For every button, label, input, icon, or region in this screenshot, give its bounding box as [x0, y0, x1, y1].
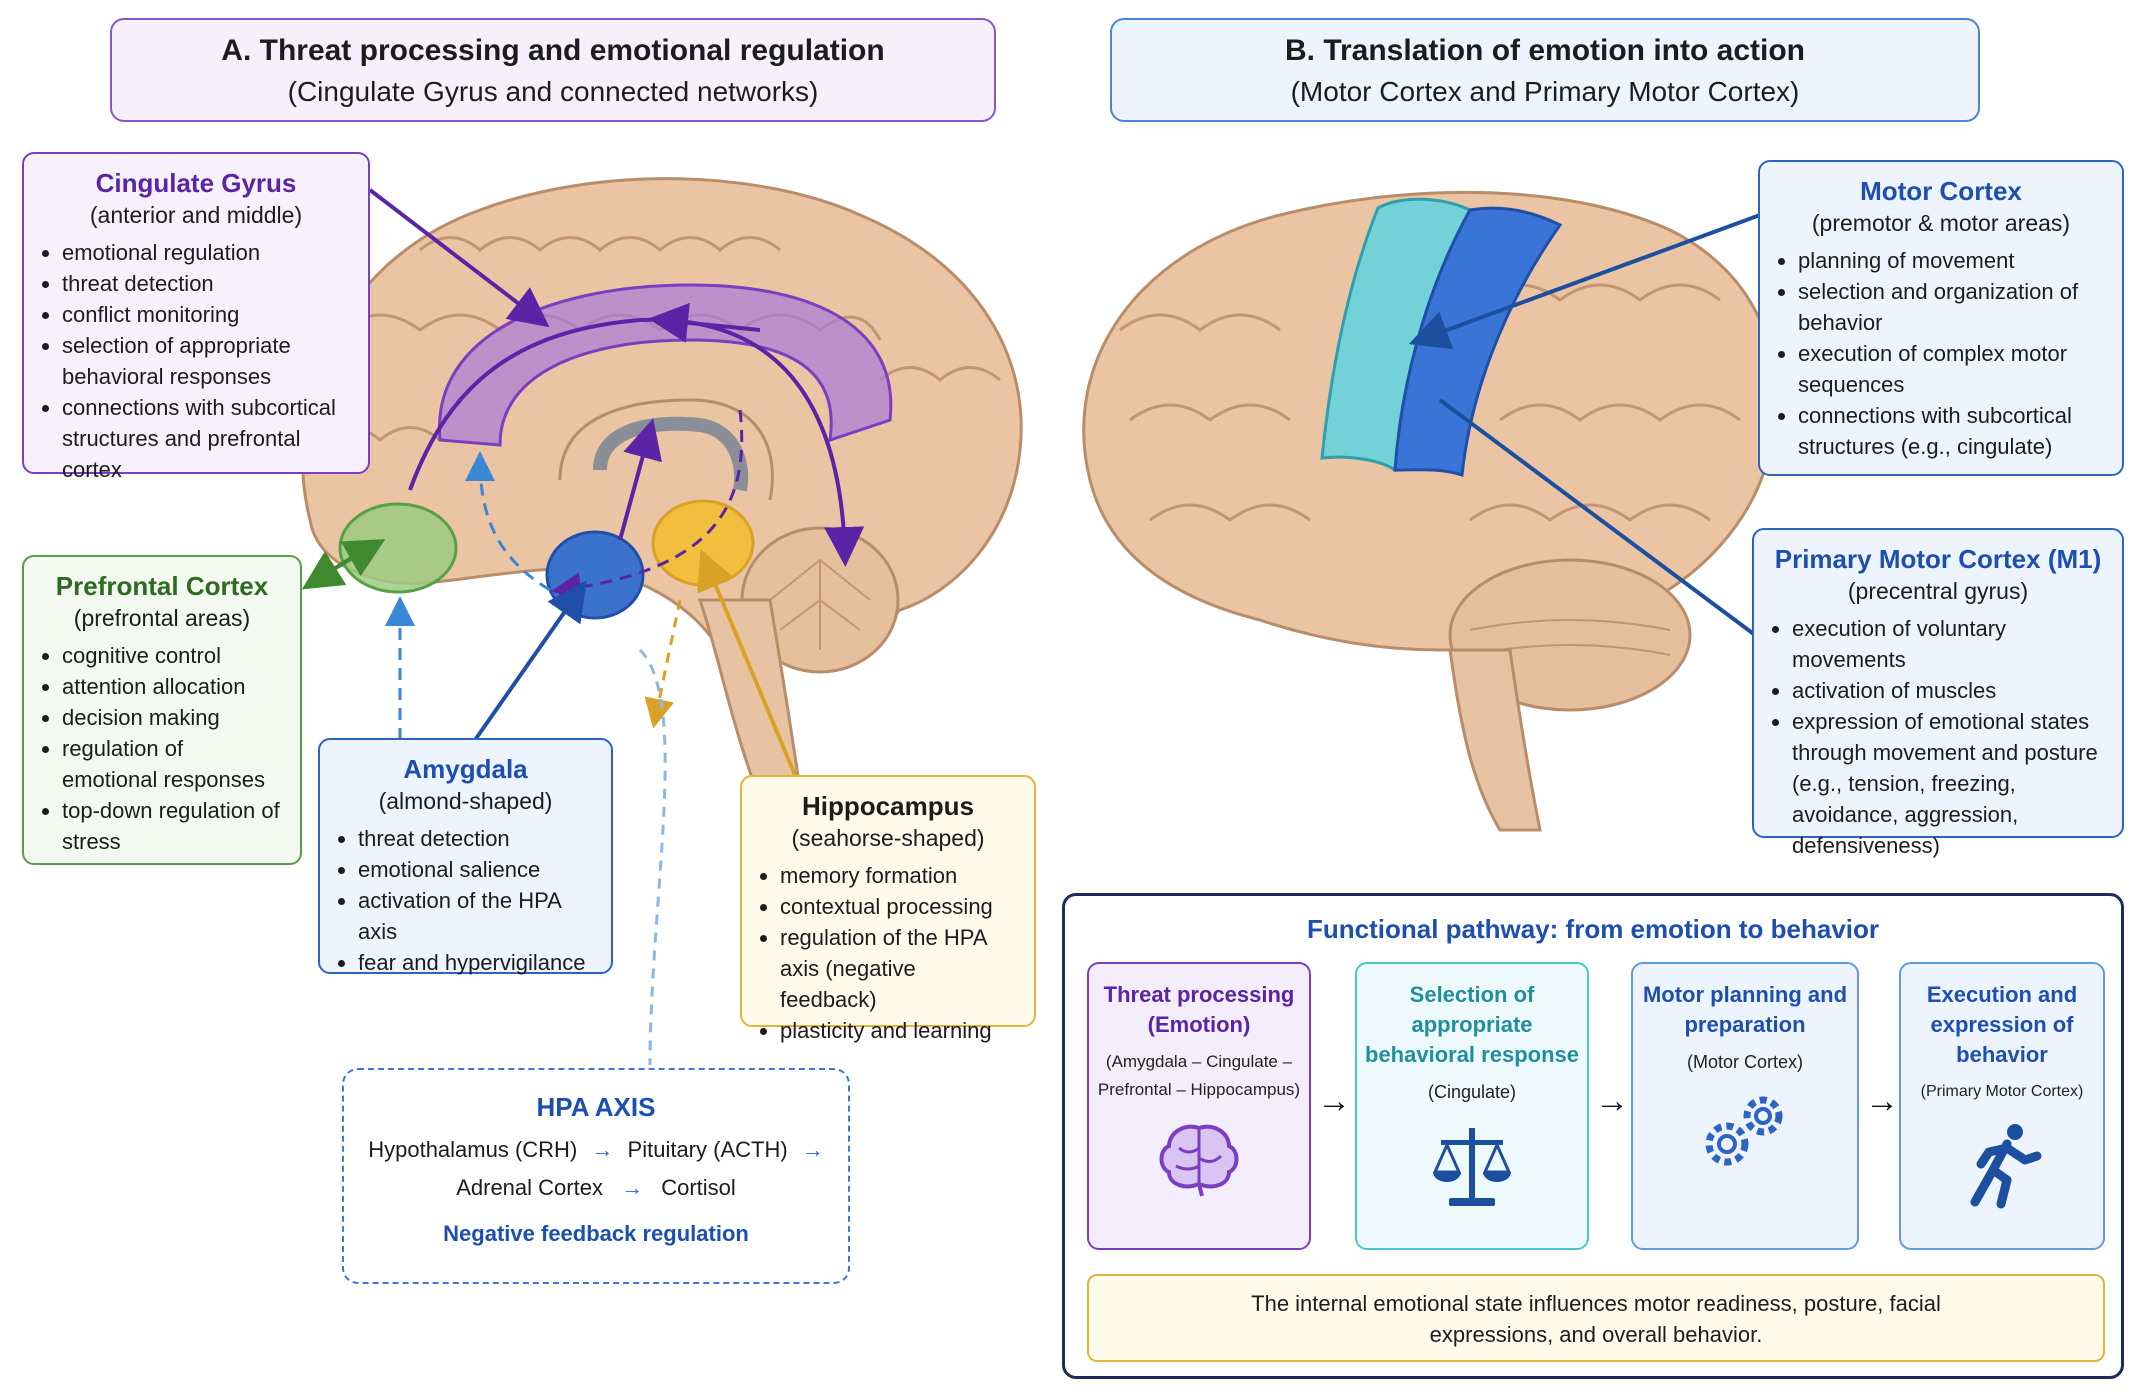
list-item: regulation of the HPA axis (negative fee…: [780, 922, 1018, 1015]
card-title: Selection of appropriate behavioral resp…: [1365, 982, 1579, 1067]
panel-b-title: B. Translation of emotion into action: [1284, 34, 1805, 67]
hippocampus-title: Hippocampus: [802, 791, 974, 821]
arrow-right-icon: →: [801, 1137, 824, 1162]
arrow-right-icon: →: [1865, 1082, 1899, 1120]
m1-list: execution of voluntary movements activat…: [1770, 613, 2106, 861]
hippocampus-region: [651, 499, 755, 587]
prefrontal-title: Prefrontal Cortex: [55, 571, 269, 601]
hippocampus-box: Hippocampus (seahorse-shaped) memory for…: [740, 775, 1036, 1043]
list-item: conflict monitoring: [62, 299, 352, 330]
amygdala-box: Amygdala (almond-shaped) threat detectio…: [318, 738, 613, 975]
motor-subtitle: (premotor & motor areas): [1811, 210, 2071, 236]
hippocampus-list: memory formation contextual processing r…: [758, 860, 1018, 1046]
card-title: Threat processing (Emotion): [1103, 982, 1295, 1037]
list-item: execution of voluntary movements: [1792, 613, 2106, 675]
list-item: selection and organization of behavior: [1798, 276, 2106, 338]
list-item: emotional salience: [358, 854, 595, 885]
primary-motor-box: Primary Motor Cortex (M1) (precentral gy…: [1752, 528, 2124, 858]
panel-a-title: A. Threat processing and emotional regul…: [221, 34, 885, 67]
hippocampus-subtitle: (seahorse-shaped): [791, 825, 985, 851]
prefrontal-list: cognitive control attention allocation d…: [40, 640, 284, 857]
hpa-footer: Negative feedback regulation: [443, 1221, 749, 1246]
pathway-card-planning: Motor planning and preparation (Motor Co…: [1631, 962, 1859, 1250]
amygdala-list: threat detection emotional salience acti…: [336, 823, 595, 978]
card-subtitle: (Primary Motor Cortex): [1920, 1083, 2084, 1100]
list-item: contextual processing: [780, 891, 1018, 922]
cingulate-box: Cingulate Gyrus (anterior and middle) em…: [22, 152, 370, 482]
cingulate-list: emotional regulation threat detection co…: [40, 237, 352, 485]
hpa-title: HPA AXIS: [536, 1092, 656, 1122]
panel-a-header: A. Threat processing and emotional regul…: [110, 18, 996, 122]
card-title: Motor planning and preparation: [1642, 982, 1848, 1037]
m1-subtitle: (precentral gyrus): [1847, 578, 2029, 604]
card-title: Execution and expression of behavior: [1926, 982, 2078, 1067]
list-item: attention allocation: [62, 671, 284, 702]
amygdala-subtitle: (almond-shaped): [378, 788, 553, 814]
list-item: connections with subcortical structures …: [1798, 400, 2106, 462]
hpa-step-adrenal: Adrenal Cortex: [456, 1175, 603, 1200]
cingulate-title: Cingulate Gyrus: [95, 168, 297, 198]
pathway-card-selection: Selection of appropriate behavioral resp…: [1355, 962, 1589, 1250]
list-item: cognitive control: [62, 640, 284, 671]
prefrontal-region: [338, 502, 458, 594]
list-item: fear and hypervigilance: [358, 947, 595, 978]
arrow-right-icon: →: [1595, 1082, 1629, 1120]
pathway-title: Functional pathway: from emotion to beha…: [1306, 914, 1880, 944]
gears-icon: [1705, 1096, 1783, 1166]
motor-list: planning of movement selection and organ…: [1776, 245, 2106, 462]
card-subtitle: (Motor Cortex): [1686, 1052, 1803, 1072]
hpa-axis-box: HPA AXIS Hypothalamus (CRH) → Pituitary …: [342, 1068, 850, 1284]
hpa-step-pituitary: Pituitary (ACTH): [627, 1137, 788, 1162]
motor-cortex-box: Motor Cortex (premotor & motor areas) pl…: [1758, 160, 2124, 476]
hpa-step-cortisol: Cortisol: [661, 1175, 736, 1200]
list-item: emotional regulation: [62, 237, 352, 268]
list-item: top-down regulation of stress: [62, 795, 284, 857]
prefrontal-subtitle: (prefrontal areas): [73, 605, 251, 631]
arrow-right-icon: →: [621, 1175, 644, 1200]
list-item: plasticity and learning: [780, 1015, 1018, 1046]
panel-b-header: B. Translation of emotion into action (M…: [1110, 18, 1980, 122]
hpa-line-1: Hypothalamus (CRH) → Pituitary (ACTH) →: [344, 1137, 848, 1163]
list-item: connections with subcortical structures …: [62, 392, 352, 485]
hpa-step-hypothalamus: Hypothalamus (CRH): [368, 1137, 578, 1162]
list-item: regulation of emotional responses: [62, 733, 284, 795]
list-item: expression of emotional states through m…: [1792, 706, 2106, 861]
hpa-line-2: Adrenal Cortex → Cortisol: [344, 1175, 848, 1201]
list-item: decision making: [62, 702, 284, 733]
scale-icon: [1432, 1128, 1512, 1206]
card-subtitle: (Cingulate): [1427, 1082, 1517, 1102]
m1-title: Primary Motor Cortex (M1): [1774, 544, 2102, 574]
brain-icon: [1159, 1124, 1239, 1197]
pathway-summary: The internal emotional state influences …: [1087, 1274, 2105, 1362]
list-item: threat detection: [358, 823, 595, 854]
summary-text: The internal emotional state influences …: [1251, 1291, 1941, 1347]
primary-motor-strip: [1393, 206, 1563, 477]
motor-title: Motor Cortex: [1860, 176, 2022, 206]
arrow-right-icon: →: [1317, 1082, 1351, 1120]
amygdala-title: Amygdala: [403, 754, 528, 784]
panel-a-subtitle: (Cingulate Gyrus and connected networks): [287, 76, 819, 107]
prefrontal-box: Prefrontal Cortex (prefrontal areas) cog…: [22, 555, 302, 865]
panel-b-subtitle: (Motor Cortex and Primary Motor Cortex): [1290, 76, 1800, 107]
running-person-icon: [1970, 1124, 2042, 1209]
pathway-card-threat: Threat processing (Emotion) (Amygdala – …: [1087, 962, 1311, 1250]
list-item: activation of the HPA axis: [358, 885, 595, 947]
list-item: memory formation: [780, 860, 1018, 891]
list-item: activation of muscles: [1792, 675, 2106, 706]
list-item: threat detection: [62, 268, 352, 299]
list-item: selection of appropriate behavioral resp…: [62, 330, 352, 392]
functional-pathway-panel: Functional pathway: from emotion to beha…: [1062, 893, 2124, 1379]
list-item: execution of complex motor sequences: [1798, 338, 2106, 400]
right-brain: [1082, 190, 1778, 832]
arrow-right-icon: →: [591, 1137, 614, 1162]
card-subtitle: (Amygdala – Cingulate – Prefrontal – Hip…: [1097, 1052, 1301, 1099]
list-item: planning of movement: [1798, 245, 2106, 276]
cingulate-subtitle: (anterior and middle): [89, 202, 303, 228]
pathway-card-execution: Execution and expression of behavior (Pr…: [1899, 962, 2105, 1250]
